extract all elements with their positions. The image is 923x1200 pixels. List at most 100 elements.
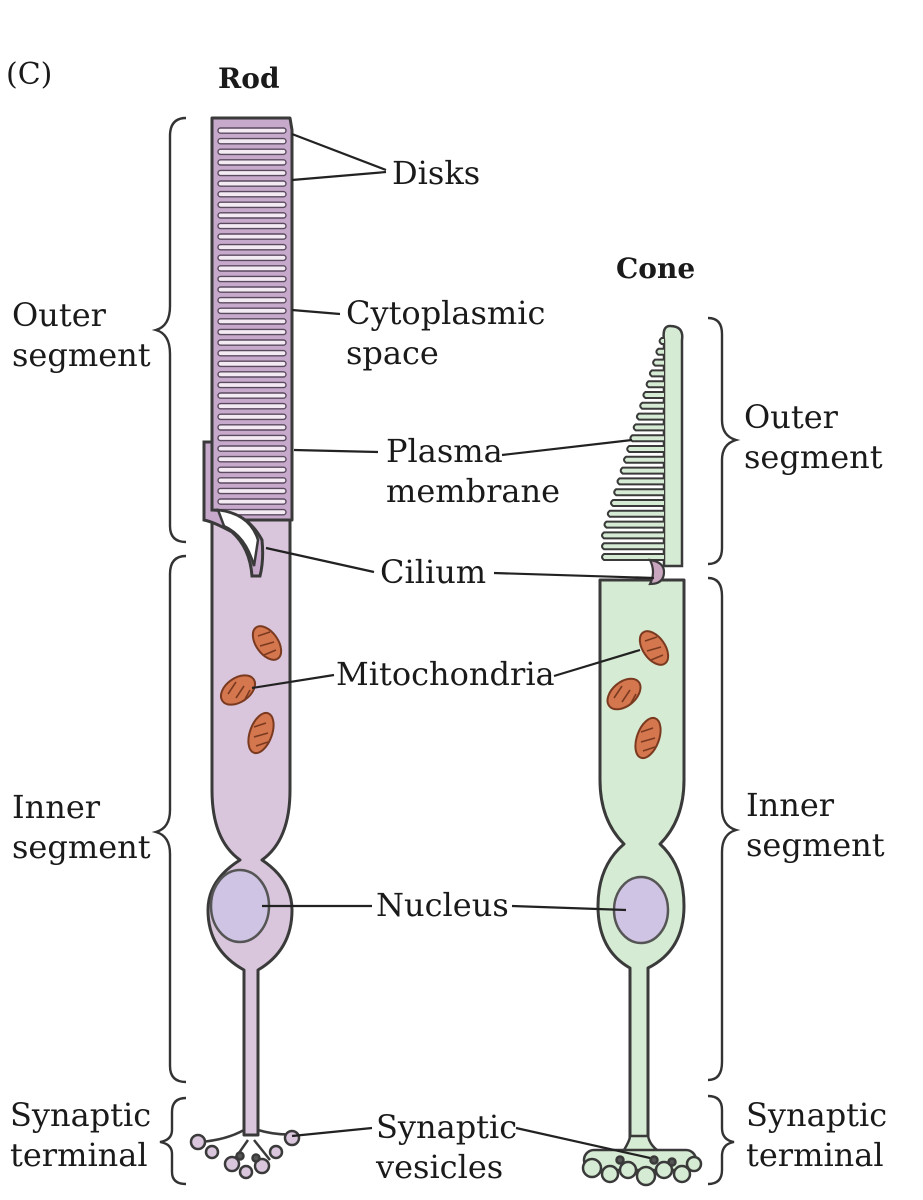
cone-disk-fold bbox=[606, 509, 664, 518]
cone-disk-fold bbox=[632, 423, 664, 432]
cone-disk-fold bbox=[616, 477, 664, 486]
brace-rod-outer bbox=[151, 116, 187, 544]
rod-synaptic-terminal bbox=[189, 1128, 301, 1180]
rod-inner-segment-label: Inner segment bbox=[12, 788, 151, 866]
rod-inner-segment bbox=[206, 518, 294, 1137]
rod-disk bbox=[217, 466, 287, 474]
leader-synaptic-vesicles-cone bbox=[515, 1126, 651, 1160]
synaptic-vesicles-label: Synaptic vesicles bbox=[375, 1108, 527, 1186]
cone-disk-fold bbox=[642, 391, 664, 399]
rod-nucleus bbox=[209, 868, 271, 944]
rod-disk bbox=[217, 339, 287, 346]
plasma-membrane-label: Plasma membrane bbox=[386, 432, 560, 510]
leader-disks bbox=[291, 132, 387, 182]
rod-outer-segment-label: Outer segment bbox=[12, 296, 151, 374]
rod-disk bbox=[217, 137, 287, 145]
cone-disk-fold bbox=[658, 337, 664, 345]
leader-cytoplasmic-space bbox=[291, 308, 341, 316]
rod-disk bbox=[217, 445, 287, 452]
leader-plasma-membrane-cone bbox=[501, 438, 633, 457]
brace-rod-synaptic bbox=[159, 1096, 187, 1186]
rod-disk bbox=[217, 328, 287, 336]
cone-synaptic-terminal bbox=[581, 1134, 703, 1187]
leader-plasma-membrane-rod bbox=[293, 448, 379, 454]
rod-disk bbox=[217, 424, 287, 431]
rod-disk bbox=[217, 265, 287, 272]
nucleus-label: Nucleus bbox=[376, 886, 509, 924]
rod-disk bbox=[217, 233, 287, 240]
cone-braces bbox=[707, 316, 741, 1186]
rod-disk bbox=[217, 371, 287, 378]
cone-disk-fold bbox=[648, 369, 664, 378]
rod-disk bbox=[217, 307, 287, 315]
rod-disk bbox=[217, 222, 287, 230]
rod-disk bbox=[217, 127, 287, 134]
cone-disk-fold bbox=[655, 347, 664, 356]
rod-disk bbox=[217, 275, 287, 283]
cone-outer-segment bbox=[601, 324, 684, 568]
cone-disk-fold bbox=[601, 531, 664, 540]
rod-disk bbox=[217, 455, 287, 463]
cone-disk-fold bbox=[603, 520, 664, 529]
cone-disk-fold bbox=[613, 488, 664, 497]
cone-outer-segment-label: Outer segment bbox=[744, 398, 883, 476]
leader-synaptic-vesicles-rod bbox=[291, 1126, 373, 1138]
cone-disk-fold bbox=[645, 380, 664, 389]
cone-inner-segment-label: Inner segment bbox=[746, 786, 885, 864]
cone-disk-fold bbox=[610, 499, 664, 507]
rod-disk bbox=[217, 180, 287, 187]
rod-disk bbox=[217, 243, 287, 251]
mitochondria-label: Mitochondria bbox=[336, 655, 555, 693]
rod-cilium bbox=[216, 508, 260, 567]
cone-synaptic-terminal-label: Synaptic terminal bbox=[746, 1096, 897, 1174]
rod-disk bbox=[217, 392, 287, 399]
rod-disk bbox=[217, 498, 287, 505]
cone-title: Cone bbox=[616, 252, 695, 285]
rod-disk bbox=[217, 254, 287, 262]
cone-disk-fold bbox=[619, 466, 664, 475]
leader-cilium-cone bbox=[493, 571, 655, 580]
rod-title: Rod bbox=[218, 62, 280, 95]
leader-nucleus-cone bbox=[511, 904, 627, 912]
cone-outer-spine bbox=[662, 324, 684, 568]
rod-disk bbox=[217, 434, 287, 442]
cone-mitochondria bbox=[606, 630, 670, 760]
cone-disk-fold bbox=[635, 412, 664, 421]
rod-disk bbox=[217, 286, 287, 293]
rod-disk bbox=[217, 402, 287, 410]
rod-synaptic-terminal-label: Synaptic terminal bbox=[10, 1096, 161, 1174]
rod-disk bbox=[217, 296, 287, 304]
rod-disk bbox=[217, 349, 287, 357]
brace-cone-synaptic bbox=[707, 1094, 735, 1186]
cone-inner-segment bbox=[596, 578, 686, 1142]
rod-mitochondria bbox=[219, 625, 283, 755]
cone-disk-fold bbox=[601, 542, 664, 551]
rod-braces bbox=[151, 116, 187, 1186]
rod-disk bbox=[217, 360, 287, 368]
cone-cilium bbox=[648, 558, 666, 586]
brace-cone-inner bbox=[707, 576, 741, 1082]
rod-disk bbox=[217, 381, 287, 389]
leader-cilium-rod bbox=[265, 546, 375, 574]
cone-cell bbox=[581, 324, 703, 1187]
panel-label: (C) bbox=[6, 57, 52, 92]
brace-cone-outer bbox=[707, 316, 741, 566]
cone-disk-fold bbox=[601, 553, 664, 561]
leader-mitochondria-cone bbox=[553, 648, 641, 678]
leader-lines bbox=[251, 132, 655, 1160]
rod-disk bbox=[217, 477, 287, 484]
cone-disk-fold bbox=[652, 358, 664, 367]
rod-disk bbox=[217, 212, 287, 219]
rod-disk bbox=[217, 201, 287, 209]
rod-disk bbox=[217, 159, 287, 166]
rod-disk bbox=[217, 487, 287, 495]
brace-rod-inner bbox=[151, 554, 187, 1084]
disks-label: Disks bbox=[392, 154, 480, 192]
leader-mitochondria-rod bbox=[251, 673, 335, 690]
rod-disk bbox=[217, 413, 287, 421]
rod-disk bbox=[217, 148, 287, 156]
rod-cell bbox=[189, 116, 301, 1180]
cone-disk-fold bbox=[626, 445, 664, 453]
cone-disk-fold bbox=[629, 434, 664, 443]
